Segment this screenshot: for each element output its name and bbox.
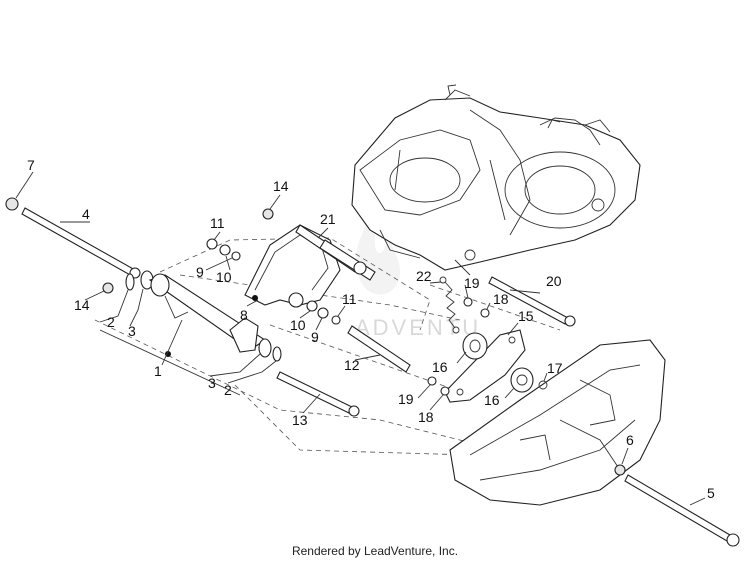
part-7-nut [5, 197, 19, 211]
part-2-washer-left [125, 273, 135, 291]
callout-22: 22 [416, 268, 432, 284]
callout-18-lower: 18 [418, 409, 434, 425]
part-15-plate [444, 329, 526, 403]
part-18-washer-lower [440, 386, 450, 396]
callout-19-upper: 19 [464, 275, 480, 291]
part-12-pin [347, 325, 411, 373]
callout-9-bottom: 9 [311, 329, 319, 345]
part-20-bolt [488, 276, 576, 327]
callout-15: 15 [518, 308, 534, 324]
callout-18-upper: 18 [493, 291, 509, 307]
part-4-bolt [21, 207, 141, 279]
part-18-washer-upper [480, 308, 490, 318]
part-2-washer-right [272, 346, 282, 362]
watermark-text: ADVENTU [355, 315, 481, 340]
callout-9-top: 9 [196, 264, 204, 280]
part-5-bolt [624, 474, 740, 547]
callout-1: 1 [154, 363, 162, 379]
frame-section [449, 339, 666, 506]
callout-11-top: 11 [210, 215, 225, 231]
callout-16-lower: 16 [484, 392, 500, 408]
part-10-bushing-top [219, 244, 231, 256]
callout-14-top: 14 [273, 178, 289, 194]
part-9-washer-top [231, 251, 241, 261]
part-11-washer-bottom [331, 315, 341, 325]
callout-numbers: 7 4 14 2 3 1 3 2 13 14 11 9 10 8 10 9 11… [27, 157, 715, 501]
marker-dot-8 [252, 295, 258, 301]
callout-2-left: 2 [107, 314, 115, 330]
part-16-roller-upper [462, 332, 488, 360]
callout-19-lower: 19 [398, 391, 414, 407]
callout-8: 8 [240, 307, 248, 323]
part-10-bushing-bottom [306, 300, 318, 312]
part-17-circlip [538, 380, 548, 390]
callout-20: 20 [546, 273, 562, 289]
part-22-spring [439, 276, 460, 334]
part-19-bolt-upper [463, 297, 473, 307]
callout-16-upper: 16 [432, 359, 448, 375]
part-9-washer-bottom [317, 307, 329, 319]
part-3-bushing-right [258, 338, 272, 358]
callout-5: 5 [707, 485, 715, 501]
callout-17: 17 [547, 360, 563, 376]
footer-credit: Rendered by LeadVenture, Inc. [291, 544, 459, 558]
callout-14-left: 14 [74, 297, 90, 313]
part-11-washer-top [206, 238, 218, 250]
part-21-bracket [244, 224, 376, 308]
callout-10-bottom: 10 [290, 317, 306, 333]
callout-7: 7 [27, 157, 35, 173]
part-1-swingarm [148, 273, 267, 353]
callout-10-top: 10 [216, 269, 232, 285]
part-6-washer [614, 464, 626, 476]
part-14-nut-top [262, 208, 274, 220]
callout-11-bottom: 11 [342, 291, 357, 307]
leader-lines [15, 171, 706, 506]
callout-12: 12 [344, 357, 360, 373]
callout-6: 6 [626, 432, 634, 448]
callout-4: 4 [82, 206, 90, 222]
part-14-nut-left [102, 282, 114, 294]
part-16-roller-lower [510, 367, 534, 393]
part-19-bolt-lower [427, 376, 437, 386]
callout-13: 13 [292, 412, 308, 428]
callout-2-right: 2 [224, 382, 232, 398]
part-13-bolt [276, 371, 360, 417]
callout-3-right: 3 [208, 375, 216, 391]
callout-21: 21 [320, 211, 336, 227]
engine-assembly [351, 84, 641, 276]
callout-3-left: 3 [128, 323, 136, 339]
